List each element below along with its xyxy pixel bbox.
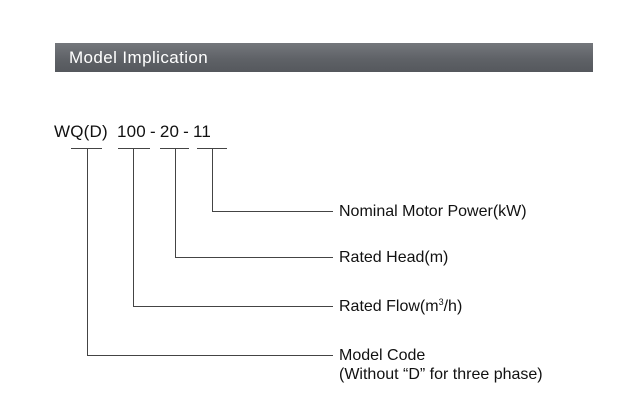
callout-flow-unit: /h): [443, 298, 463, 315]
model-code-head: 20: [159, 122, 180, 141]
leader-head: [175, 148, 333, 258]
callout-model-line2: (Without “D” for three phase): [339, 366, 543, 383]
model-code-power: 11: [193, 122, 212, 141]
callout-model: Model Code (Without “D” for three phase): [339, 346, 543, 384]
model-code: WQ(D)100-20-11: [54, 122, 211, 142]
section-title: Model Implication: [69, 48, 209, 67]
model-code-prefix: WQ(D): [54, 122, 108, 141]
leader-power: [212, 148, 333, 212]
model-code-separator: -: [183, 122, 190, 141]
callout-head: Rated Head(m): [339, 249, 449, 266]
section-header-bar: Model Implication: [55, 43, 593, 72]
callout-flow-text: Rated Flow(m: [339, 298, 439, 315]
callout-flow: Rated Flow(m3/h): [339, 297, 462, 316]
leader-flow: [133, 148, 333, 307]
model-code-separator: -: [149, 122, 156, 141]
model-code-flow: 100: [117, 122, 146, 141]
leader-model: [87, 148, 333, 356]
callout-model-line1: Model Code: [339, 347, 426, 364]
callout-flow-superscript: 3: [438, 297, 444, 307]
callout-power: Nominal Motor Power(kW): [339, 203, 527, 220]
